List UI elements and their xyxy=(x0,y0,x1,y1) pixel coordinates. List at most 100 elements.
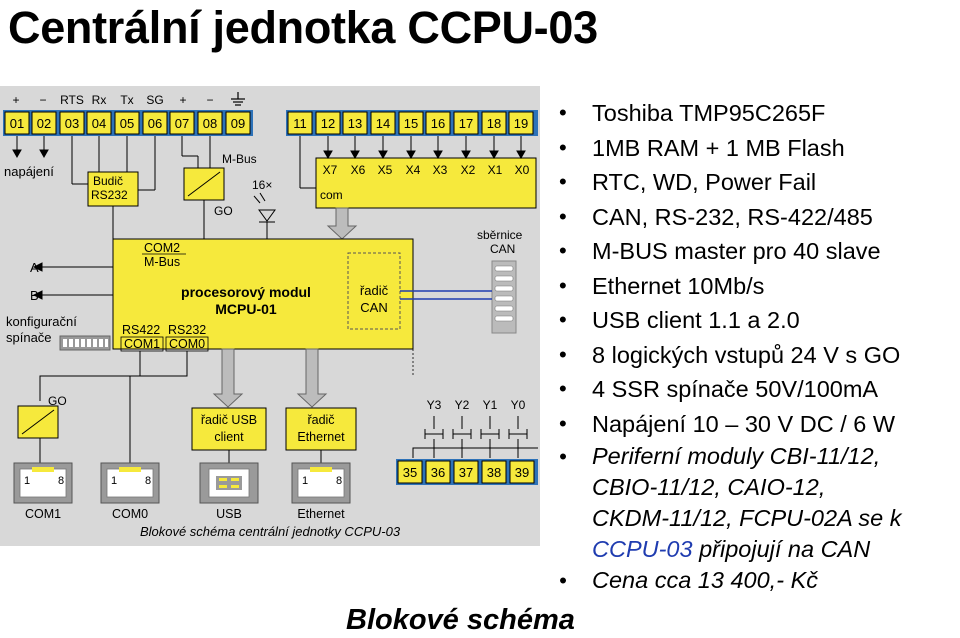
input-label: X6 xyxy=(351,163,366,177)
signal-label: − xyxy=(39,93,46,107)
diagram-heading: Blokové schéma xyxy=(346,604,575,636)
feature-item: Napájení 10 – 30 V DC / 6 W xyxy=(557,407,960,442)
ethernet-controller-label: Ethernet xyxy=(297,430,345,444)
feature-item-text: připojují na CAN xyxy=(692,536,871,562)
connector-label: Ethernet xyxy=(297,507,345,521)
diagram-caption: Blokové schéma centrální jednotky CCPU-0… xyxy=(140,524,401,539)
rs232-driver-label: Budič xyxy=(93,174,123,188)
led-count-label: 16× xyxy=(252,178,272,192)
pin-number: 17 xyxy=(459,116,473,131)
output-label: Y1 xyxy=(483,398,498,412)
com2-label: COM2 xyxy=(144,241,180,255)
ethernet-connector: 1 8 xyxy=(291,462,351,504)
input-label: X1 xyxy=(488,163,503,177)
go-label: GO xyxy=(214,204,233,218)
can-bus-label: CAN xyxy=(490,242,515,256)
com1-box xyxy=(120,336,164,352)
feature-item: 1MB RAM + 1 MB Flash xyxy=(557,131,960,166)
svg-text:8: 8 xyxy=(336,475,342,487)
com1-connector: 1 8 xyxy=(13,462,73,504)
output-label: Y0 xyxy=(511,398,526,412)
input-label: X0 xyxy=(515,163,530,177)
mbus-label: M-Bus xyxy=(222,152,257,166)
feature-item-continuation: CBIO-11/12, CAIO-12, xyxy=(592,474,826,500)
led-icon xyxy=(253,192,276,239)
module-to-usb-arrow xyxy=(212,348,244,408)
top-pins-left: 01 02 03 04 05 06 07 08 09 xyxy=(3,110,253,136)
ground-icon xyxy=(231,92,245,106)
output-label: Y3 xyxy=(427,398,442,412)
pin-number: 39 xyxy=(515,465,529,480)
feature-item: CAN, RS-232, RS-422/485 xyxy=(557,200,960,235)
can-controller-label: řadič xyxy=(360,283,389,298)
ethernet-controller-label: řadič xyxy=(307,413,334,427)
input-to-module-arrow xyxy=(326,207,358,240)
pin-number: 35 xyxy=(403,465,417,480)
signal-label: + xyxy=(12,93,19,107)
rs232-label: RS232 xyxy=(168,323,206,337)
feature-item: Periferní moduly CBI-11/12, xyxy=(557,441,960,472)
feature-item-continuation: CCPU-03 připojují na CAN xyxy=(557,534,960,565)
signal-label: − xyxy=(206,93,213,107)
pin-number: 36 xyxy=(431,465,445,480)
pin-number: 07 xyxy=(175,116,189,131)
pin-number: 37 xyxy=(459,465,473,480)
input-label: X7 xyxy=(323,163,338,177)
com0-connector: 1 8 xyxy=(100,462,160,504)
can-bus-connector xyxy=(491,260,517,334)
can-controller-label: CAN xyxy=(360,300,387,315)
input-block xyxy=(315,157,537,209)
com-label: com xyxy=(320,188,343,202)
signal-label: Rx xyxy=(92,93,107,107)
pin-number: 05 xyxy=(120,116,134,131)
pin-number: 08 xyxy=(203,116,217,131)
pin-number: 03 xyxy=(65,116,79,131)
feature-item: 8 logických vstupů 24 V s GO xyxy=(557,338,960,373)
input-arrows xyxy=(299,136,526,189)
pin-number: 11 xyxy=(293,116,307,131)
top-pins-right: 11 12 13 14 15 16 17 18 19 xyxy=(286,110,538,136)
module-code: MCPU-01 xyxy=(215,301,277,317)
usb-connector xyxy=(199,462,259,504)
feature-item: M-BUS master pro 40 slave xyxy=(557,234,960,269)
pin-number: 18 xyxy=(487,116,501,131)
power-label: napájení xyxy=(4,164,54,179)
com2-sub-label: M-Bus xyxy=(144,255,180,269)
power-arrows xyxy=(12,136,49,159)
connector-label: COM0 xyxy=(112,507,148,521)
pin-number: 06 xyxy=(148,116,162,131)
go2-label: GO xyxy=(48,394,67,408)
pin-number: 13 xyxy=(348,116,362,131)
pin-number: 38 xyxy=(487,465,501,480)
top-signal-labels: + − RTS Rx Tx SG + − xyxy=(12,93,213,107)
usb-controller-label: client xyxy=(214,430,244,444)
config-switches-label: spínače xyxy=(6,330,52,345)
pin-number: 15 xyxy=(404,116,418,131)
feature-item-continuation: CKDM-11/12, FCPU-02A se k xyxy=(592,505,902,531)
pin-number: 12 xyxy=(321,116,335,131)
rs232-driver-box xyxy=(87,171,139,207)
block-diagram: + − RTS Rx Tx SG + − 01 02 03 xyxy=(0,86,540,546)
feature-item: Toshiba TMP95C265F xyxy=(557,96,960,131)
pin-number: 01 xyxy=(10,116,24,131)
slide-title: Centrální jednotka CCPU-03 xyxy=(8,2,598,53)
feature-item: USB client 1.1 a 2.0 xyxy=(557,303,960,338)
feature-item: RTC, WD, Power Fail xyxy=(557,165,960,200)
ethernet-controller-box xyxy=(285,407,357,451)
signal-label: Tx xyxy=(120,93,133,107)
pin-number: 14 xyxy=(376,116,390,131)
input-label: X5 xyxy=(378,163,393,177)
connector-label: USB xyxy=(216,507,242,521)
signal-label: RTS xyxy=(60,93,84,107)
can-bus-label: sběrnice xyxy=(477,228,523,242)
feature-item: Cena cca 13 400,- Kč xyxy=(557,565,960,596)
mbus-isolation-box xyxy=(183,167,225,201)
ssr-switch-icons xyxy=(412,416,538,458)
processor-module xyxy=(112,238,414,350)
signal-label: SG xyxy=(146,93,163,107)
feature-list: Toshiba TMP95C265F 1MB RAM + 1 MB Flash … xyxy=(557,96,960,596)
input-label: X2 xyxy=(461,163,476,177)
svg-text:1: 1 xyxy=(111,475,117,487)
signal-label: + xyxy=(179,93,186,107)
rs422-label: RS422 xyxy=(122,323,160,337)
